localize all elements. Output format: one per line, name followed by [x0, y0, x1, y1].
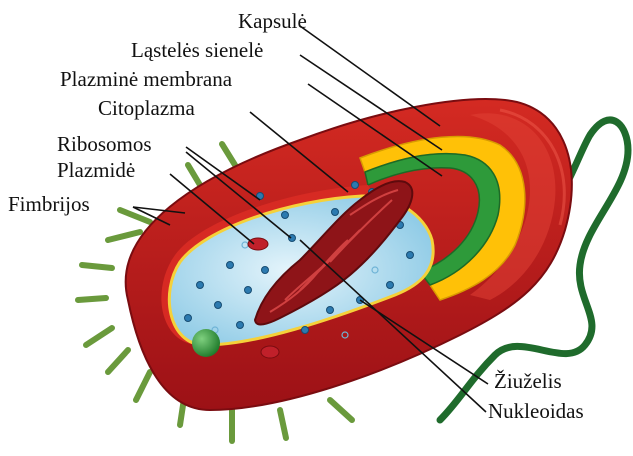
label-cell-wall: Ląstelės sienelė [131, 38, 263, 62]
label-ribosomes: Ribosomos [57, 132, 152, 156]
granule [192, 329, 220, 357]
label-flagellum: Žiuželis [494, 369, 562, 393]
label-cytoplasm: Citoplazma [98, 96, 195, 120]
label-plasma-membrane: Plazminė membrana [60, 67, 233, 91]
label-nucleoid: Nukleoidas [488, 399, 584, 423]
label-capsule: Kapsulė [238, 9, 307, 33]
label-plasmid: Plazmidė [57, 158, 135, 182]
label-fimbriae: Fimbrijos [8, 192, 90, 216]
